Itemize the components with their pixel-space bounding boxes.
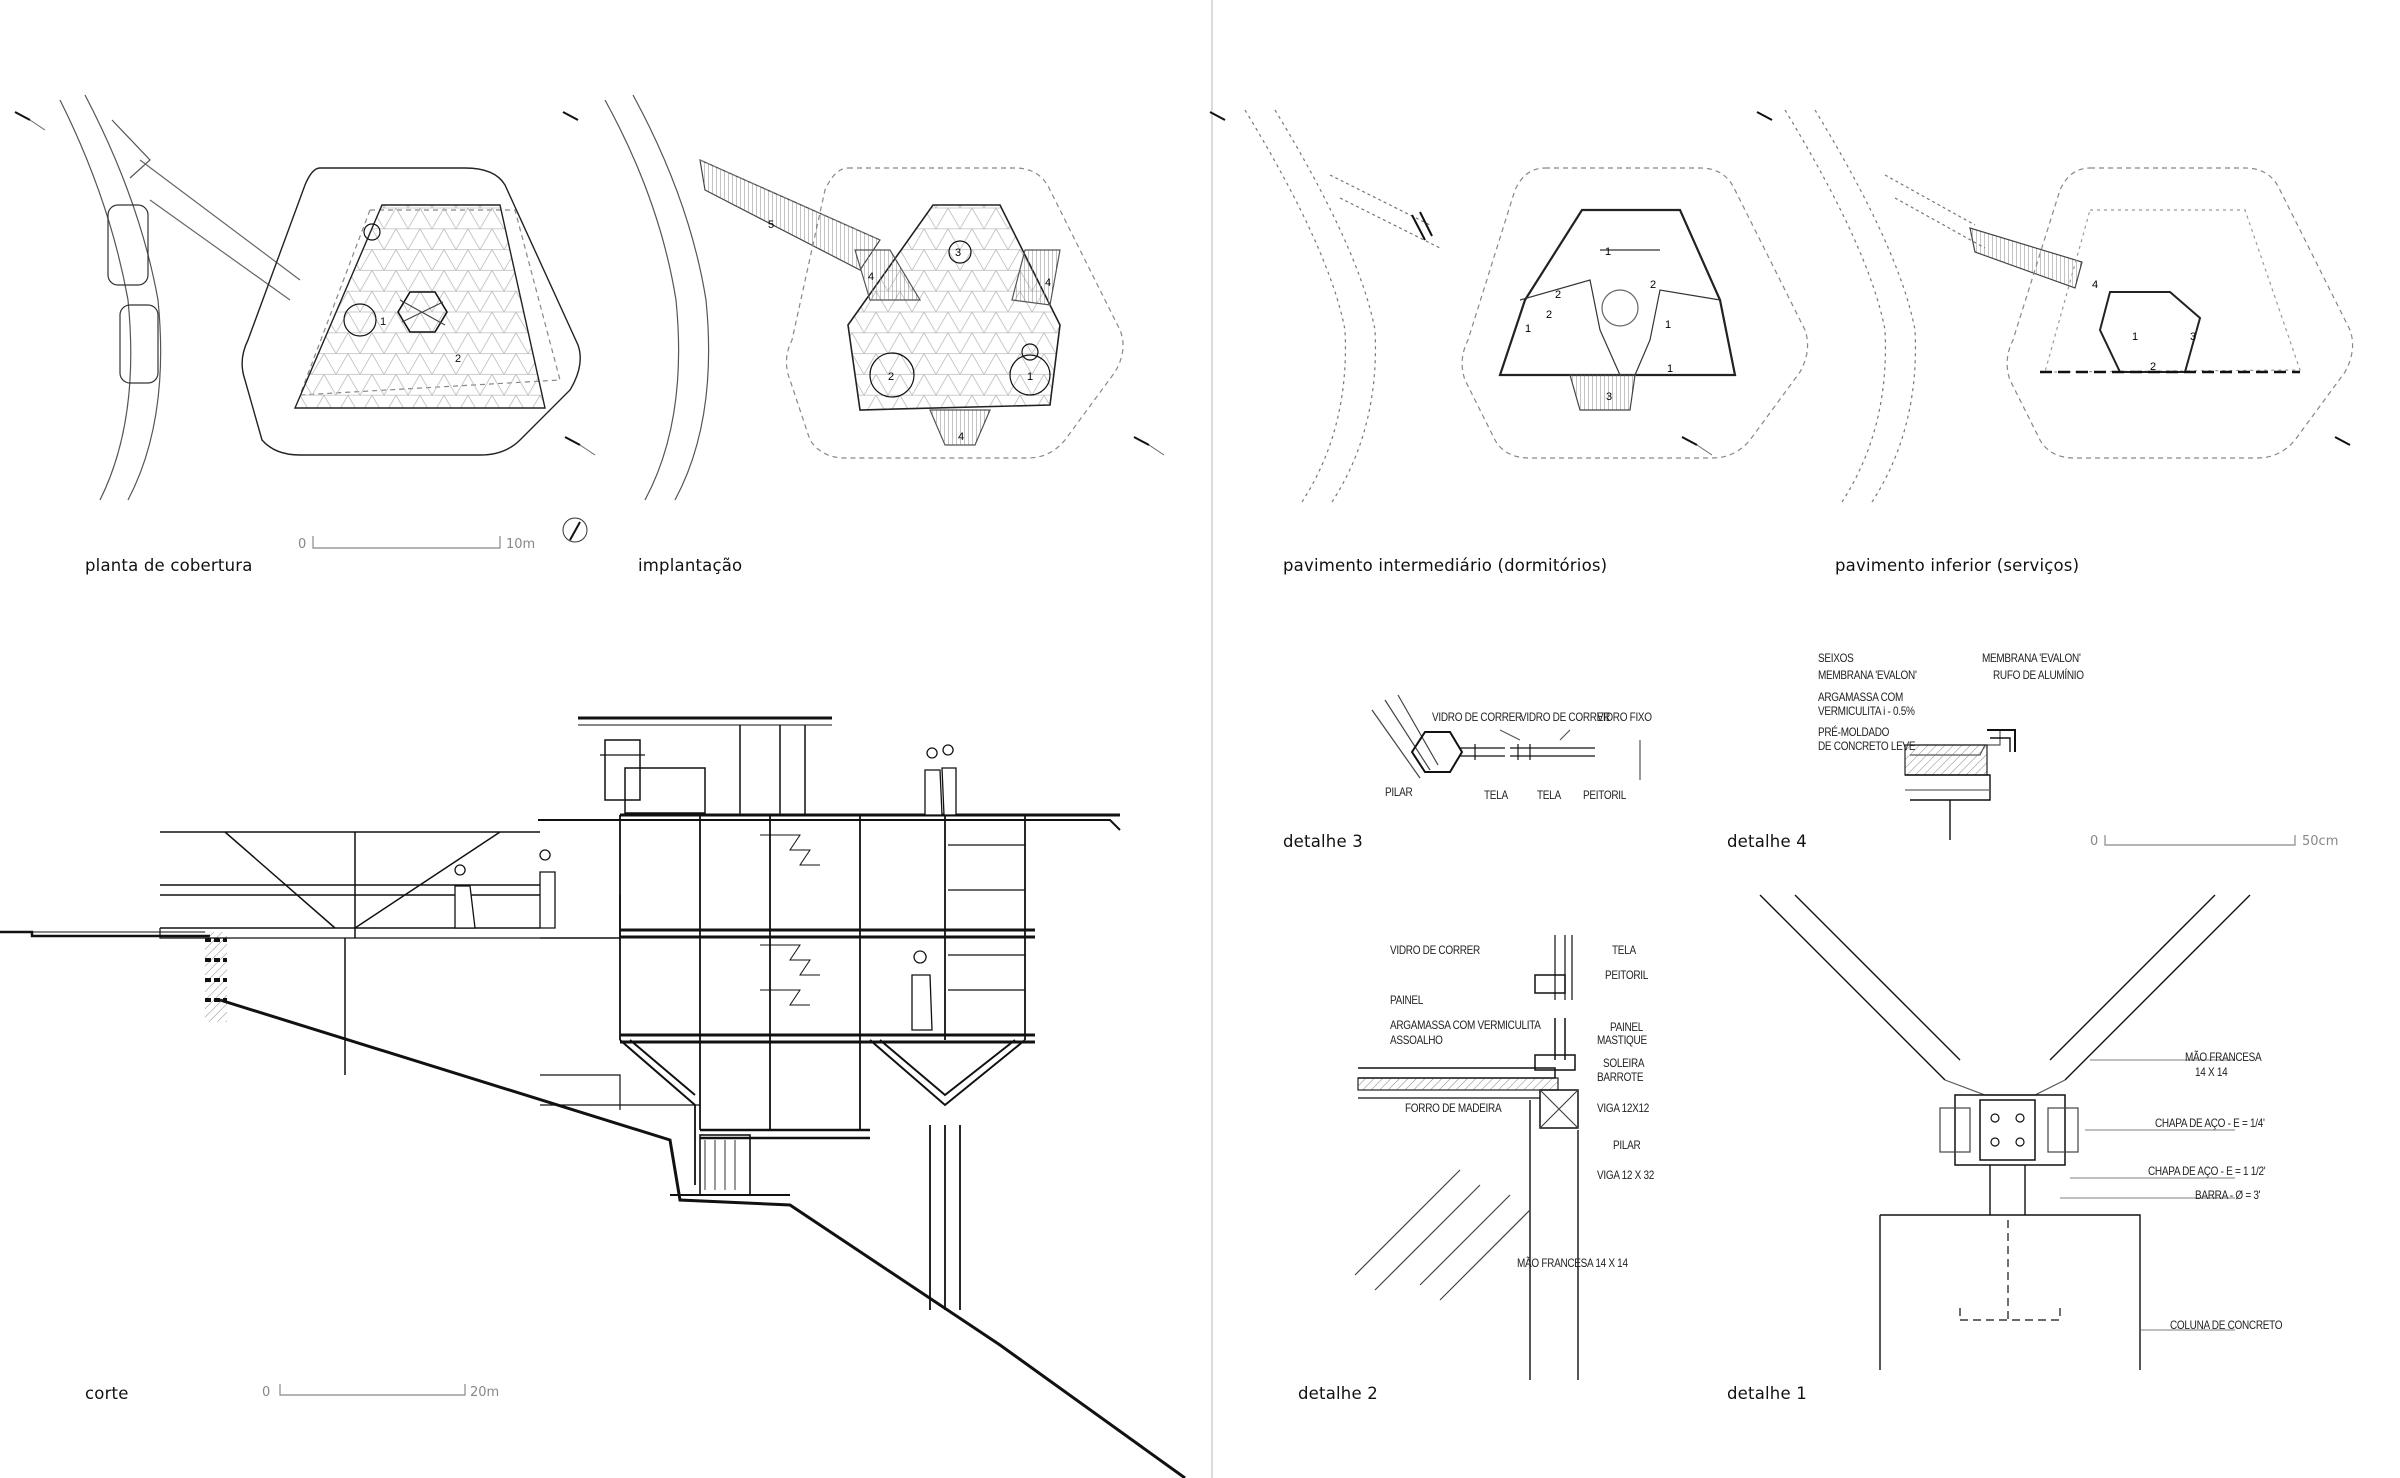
section-scale-bar <box>279 1384 466 1396</box>
plan-scale-end: 10m <box>506 537 536 552</box>
d4-precast: PRÉ-MOLDADO <box>1818 727 1890 740</box>
middle-label-2a: 2 <box>1555 289 1561 301</box>
site-label-3: 3 <box>955 247 961 259</box>
roof-label-2: 2 <box>455 353 461 365</box>
middle-label-2c: 2 <box>1650 279 1656 291</box>
detail-4 <box>1904 729 2016 840</box>
d2-beam-12x12: VIGA 12X12 <box>1597 1103 1650 1116</box>
d2-sliding-glass: VIDRO DE CORRER <box>1390 945 1480 958</box>
detail-2 <box>1354 935 1579 1380</box>
north-arrow-tails <box>29 119 1713 456</box>
middle-label-2b: 2 <box>1546 309 1552 321</box>
roof-plan <box>59 94 581 501</box>
north-arrow-icon <box>14 111 2351 446</box>
d1-concrete-column: COLUNA DE CONCRETO <box>2170 1320 2283 1333</box>
d2-threshold: SOLEIRA <box>1603 1058 1645 1071</box>
d4-flashing: RUFO DE ALUMÍNIO <box>1993 670 2084 683</box>
d4-mortar: ARGAMASSA COM <box>1818 692 1904 705</box>
d1-steel-plate-quarter: CHAPA DE AÇO - E = 1/4' <box>2155 1118 2265 1131</box>
middle-label-1b: 1 <box>1525 323 1531 335</box>
middle-label-3: 3 <box>1606 391 1612 403</box>
d3-screen-b: TELA <box>1537 790 1561 803</box>
caption-detail-4: detalhe 4 <box>1727 832 1807 851</box>
d4-light-concrete: DE CONCRETO LEVE <box>1818 741 1916 754</box>
middle-label-1c: 1 <box>1665 319 1671 331</box>
d2-screen: TELA <box>1612 945 1636 958</box>
d3-sill: PEITORIL <box>1583 790 1626 803</box>
roof-label-1: 1 <box>380 316 386 328</box>
site-label-4b: 4 <box>1045 277 1051 289</box>
detail-1 <box>1759 894 2251 1370</box>
d2-beam-12x32: VIGA 12 X 32 <box>1597 1170 1654 1183</box>
d4-membrane-a: MEMBRANA 'EVALON' <box>1818 670 1917 683</box>
caption-detail-1: detalhe 1 <box>1727 1384 1807 1403</box>
d2-wood-ceiling: FORRO DE MADEIRA <box>1405 1103 1502 1116</box>
d3-sliding-glass-a: VIDRO DE CORRER <box>1432 712 1522 725</box>
lower-label-3: 3 <box>2190 331 2196 343</box>
d1-bar: BARRA - Ø = 3' <box>2195 1190 2261 1203</box>
d2-joist: BARROTE <box>1597 1072 1644 1085</box>
d2-panel-b: PAINEL <box>1610 1022 1644 1035</box>
section-scale-zero: 0 <box>262 1385 271 1400</box>
site-label-4c: 4 <box>958 431 964 443</box>
caption-detail-3: detalhe 3 <box>1283 832 1363 851</box>
d2-panel-a: PAINEL <box>1390 995 1424 1008</box>
d2-floorboard: ASSOALHO <box>1390 1035 1443 1048</box>
d1-knee-brace: MÃO FRANCESA <box>2185 1052 2262 1065</box>
site-label-2: 2 <box>888 371 894 383</box>
site-label-5: 5 <box>768 219 774 231</box>
d1-knee-brace-size: 14 X 14 <box>2195 1067 2228 1080</box>
section-scale-end: 20m <box>470 1385 500 1400</box>
human-figure-icons <box>454 744 957 1031</box>
site-label-4a: 4 <box>868 271 874 283</box>
d2-column: PILAR <box>1613 1140 1641 1153</box>
d3-fixed-glass: VIDRO FIXO <box>1597 712 1652 725</box>
plan-scale-bar <box>312 536 501 549</box>
d3-sliding-glass-b: VIDRO DE CORRER <box>1520 712 1610 725</box>
caption-detail-2: detalhe 2 <box>1298 1384 1378 1403</box>
d4-pebbles: SEIXOS <box>1818 653 1854 666</box>
d4-vermiculite: VERMICULITA i - 0.5% <box>1818 706 1915 719</box>
plan-scale-zero: 0 <box>298 537 307 552</box>
d1-steel-plate-inch-half: CHAPA DE AÇO - E = 1 1/2' <box>2148 1166 2266 1179</box>
lower-floor-plan <box>1784 109 2354 506</box>
d2-mortar: ARGAMASSA COM VERMICULITA <box>1390 1020 1541 1033</box>
caption-site-plan: implantação <box>638 556 743 575</box>
detail-scale-end: 50cm <box>2302 834 2339 849</box>
site-plan <box>604 94 1124 501</box>
lower-label-1: 1 <box>2132 331 2138 343</box>
caption-lower-floor: pavimento inferior (serviços) <box>1835 556 2080 575</box>
d2-mastic: MASTIQUE <box>1597 1035 1647 1048</box>
lower-label-2: 2 <box>2150 361 2156 373</box>
detail-3 <box>1371 694 1641 780</box>
lower-label-4: 4 <box>2092 279 2098 291</box>
d3-column: PILAR <box>1385 787 1413 800</box>
d3-screen-a: TELA <box>1484 790 1508 803</box>
site-label-1: 1 <box>1027 371 1033 383</box>
d2-knee-brace: MÃO FRANCESA 14 X 14 <box>1517 1258 1628 1271</box>
d4-membrane-b: MEMBRANA 'EVALON' <box>1982 653 2081 666</box>
detail-scale-zero: 0 <box>2090 834 2099 849</box>
detail-scale-bar <box>2104 835 2296 846</box>
middle-label-1d: 1 <box>1667 363 1673 375</box>
middle-floor-plan <box>1244 109 1809 506</box>
caption-middle-floor: pavimento intermediário (dormitórios) <box>1283 556 1608 575</box>
caption-roof-plan: planta de cobertura <box>85 556 253 575</box>
compass-icon <box>562 517 588 543</box>
d2-sill: PEITORIL <box>1605 970 1648 983</box>
caption-section: corte <box>85 1384 129 1403</box>
middle-label-1a: 1 <box>1605 246 1611 258</box>
section-drawing <box>0 716 1186 1478</box>
